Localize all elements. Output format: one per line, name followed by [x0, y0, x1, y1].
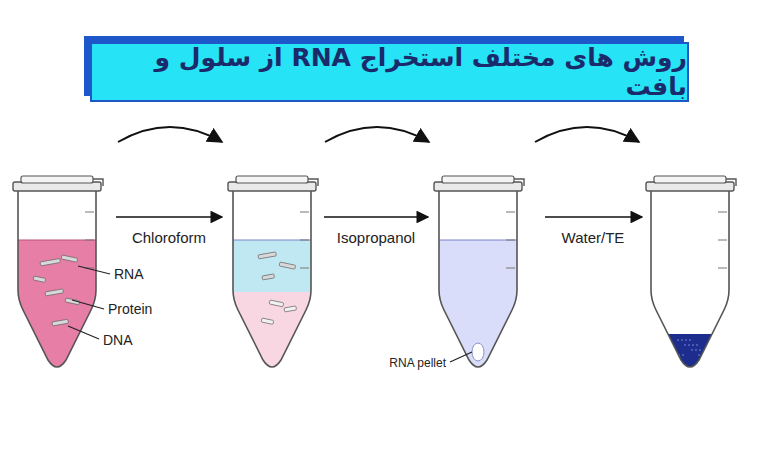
cap-hinge — [726, 179, 736, 186]
graduation — [300, 240, 309, 241]
callout-label: RNA — [114, 266, 144, 283]
speck — [692, 344, 694, 346]
tube — [433, 176, 524, 380]
banner — [91, 43, 688, 101]
graduation — [85, 212, 94, 213]
tube-cap — [654, 176, 726, 183]
fragment — [262, 274, 275, 280]
speck — [684, 344, 686, 346]
fragment — [40, 259, 60, 266]
graduation — [300, 268, 309, 269]
graduation — [506, 268, 515, 269]
tube — [12, 176, 103, 380]
graduation — [718, 268, 727, 269]
title: روش های مختلف استخراج RNA از سلول و بافت — [92, 44, 687, 100]
liquid — [227, 292, 317, 382]
tube-wall — [439, 190, 517, 367]
speck — [682, 354, 684, 356]
speck — [688, 344, 690, 346]
leader-lines — [68, 266, 472, 362]
tubes — [12, 176, 736, 384]
speck — [689, 339, 691, 341]
speck — [685, 339, 687, 341]
liquid — [645, 334, 735, 384]
graduation — [718, 212, 727, 213]
curved-arrows — [118, 127, 639, 142]
tube-wall — [233, 190, 311, 367]
callout-label: DNA — [103, 332, 133, 349]
speck — [691, 349, 693, 351]
fragment — [261, 318, 274, 324]
cap-hinge — [514, 179, 524, 186]
graduation — [506, 240, 515, 241]
pellet — [472, 343, 484, 361]
fragment — [279, 262, 295, 269]
liquid — [12, 240, 102, 380]
tube-wall — [651, 190, 729, 367]
speck — [695, 349, 697, 351]
speck — [696, 344, 698, 346]
graduation — [506, 212, 515, 213]
fragment — [52, 319, 68, 326]
speck — [681, 339, 683, 341]
graduation — [300, 212, 309, 213]
tube-cap — [442, 176, 514, 183]
meniscus — [233, 240, 311, 241]
meniscus — [18, 240, 96, 241]
tube — [227, 176, 318, 382]
fragment — [33, 276, 46, 282]
step-arrows — [116, 216, 642, 218]
fragment — [258, 252, 276, 259]
callout-label: RNA pellet — [389, 356, 446, 370]
graduation — [718, 240, 727, 241]
step-label: Water/TE — [562, 229, 625, 247]
cap-hinge — [308, 179, 318, 186]
graduation — [85, 240, 94, 241]
liquid — [227, 240, 317, 292]
speck — [699, 349, 701, 351]
tube-cap — [21, 176, 93, 183]
liquid — [433, 240, 523, 380]
speck — [698, 354, 700, 356]
tube-wall — [18, 190, 96, 367]
fragment — [45, 289, 63, 296]
cap-hinge — [93, 179, 103, 186]
step-label: Isopropanol — [337, 229, 415, 247]
step-label: Chloroform — [132, 229, 206, 247]
callout-label: Protein — [108, 301, 152, 318]
fragment — [269, 300, 284, 307]
tube-cap — [236, 176, 308, 183]
fragment — [284, 306, 297, 312]
meniscus — [439, 240, 517, 241]
tube — [645, 176, 736, 384]
fragment — [61, 255, 77, 262]
speck — [677, 339, 679, 341]
